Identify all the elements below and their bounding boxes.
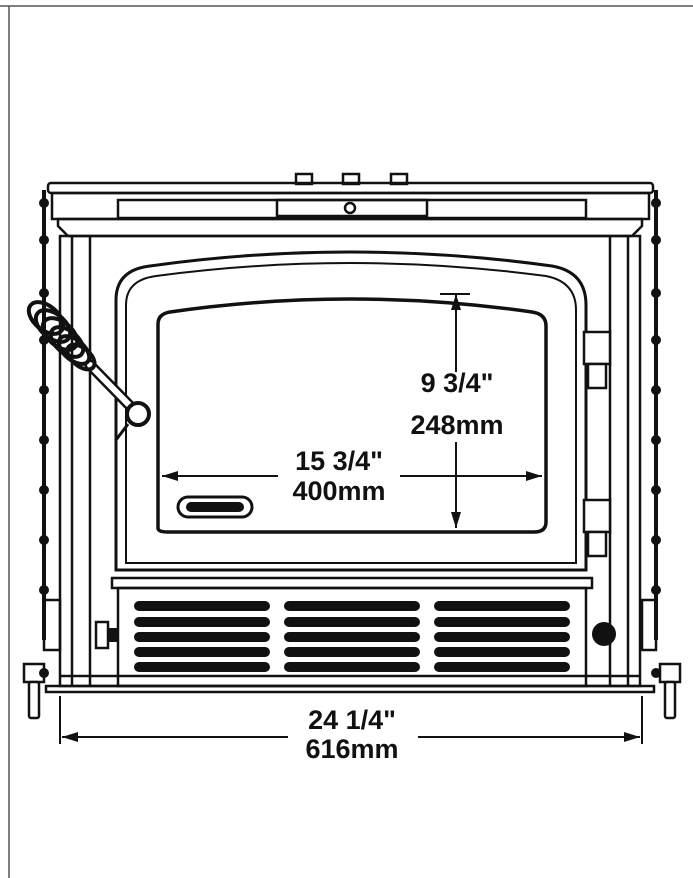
door-outer-frame xyxy=(114,250,588,572)
right-foot-bolt xyxy=(651,668,661,678)
base-plate xyxy=(44,684,656,694)
door-inner-frame xyxy=(125,262,577,564)
top-fitting-center xyxy=(341,172,361,186)
height-dimension xyxy=(440,293,470,528)
lower-hinge-pin xyxy=(586,530,608,558)
top-center-bolt xyxy=(343,201,357,215)
upper-hinge-pin xyxy=(586,362,608,390)
right-foot-leg xyxy=(663,680,677,720)
top-center-vent xyxy=(275,198,429,218)
ash-lip xyxy=(110,576,594,590)
body-top-lip xyxy=(56,217,644,238)
right-foot-nut xyxy=(658,662,682,684)
glass-width-metric-label: 400mm xyxy=(292,476,385,506)
top-fitting-right xyxy=(389,172,409,186)
side-bolts xyxy=(39,198,661,595)
left-foot-bolt xyxy=(39,668,49,678)
top-fitting-left xyxy=(294,172,314,186)
upper-hinge xyxy=(582,330,612,366)
right-side-bracket xyxy=(640,598,658,652)
overall-width-imperial-label: 24 1/4" xyxy=(308,705,396,735)
glass-width-imperial-label: 15 3/4" xyxy=(295,446,383,476)
left-side-bracket xyxy=(42,598,62,652)
overall-width-dimension xyxy=(59,696,643,744)
lower-hinge xyxy=(582,498,612,534)
door-glass xyxy=(156,297,548,534)
left-air-control xyxy=(94,620,118,650)
vent-slots xyxy=(134,601,570,672)
air-control-knob-icon xyxy=(592,622,616,646)
height-imperial-label: 9 3/4" xyxy=(421,368,494,398)
left-foot-leg xyxy=(27,680,41,720)
height-metric-label: 248mm xyxy=(410,410,503,440)
coil-handle-icon xyxy=(26,300,151,441)
logo-badge-icon xyxy=(176,495,254,519)
overall-width-metric-label: 616mm xyxy=(305,734,398,764)
